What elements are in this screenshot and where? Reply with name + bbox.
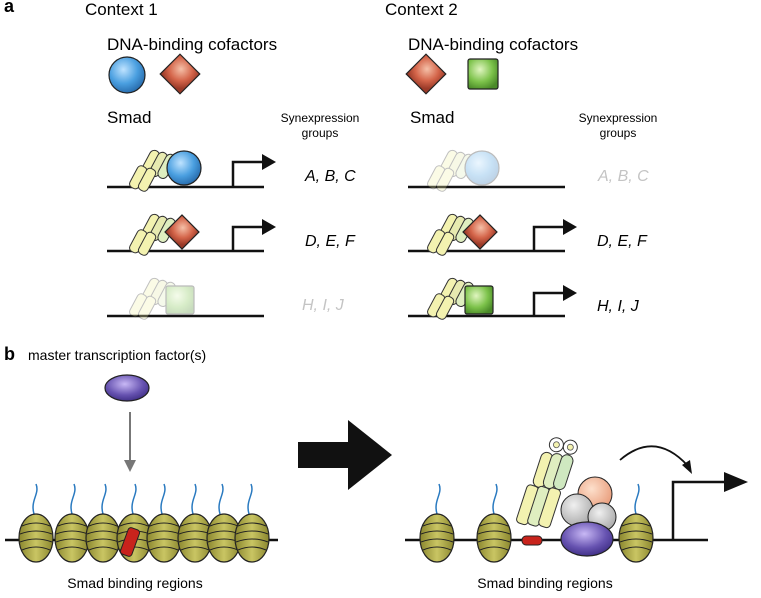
tf-down-arrowhead bbox=[124, 460, 136, 472]
context-2-groups-label: groups bbox=[600, 126, 637, 140]
context-1-row-1: A, B, C bbox=[107, 148, 356, 194]
histone-tails bbox=[435, 483, 640, 515]
panel-b-letter: b bbox=[4, 344, 15, 364]
nucleosome bbox=[146, 513, 182, 563]
right-chromatin bbox=[405, 437, 748, 563]
context-1-title: Context 1 bbox=[85, 0, 158, 19]
master-tf-shape bbox=[104, 374, 150, 402]
square-cofactor bbox=[165, 285, 195, 315]
arrow-head bbox=[563, 219, 577, 235]
histone-tails bbox=[32, 483, 253, 515]
circle-cofactor bbox=[464, 150, 500, 186]
context-2-row-3: H, I, J bbox=[408, 276, 640, 322]
genes-label: H, I, J bbox=[597, 298, 640, 315]
promoter-arrow bbox=[231, 160, 262, 186]
context-1-circle-cofactor bbox=[108, 56, 146, 94]
genes-label: H, I, J bbox=[302, 297, 345, 314]
genes-label: D, E, F bbox=[305, 233, 356, 250]
context-1-row-2: D, E, F bbox=[107, 212, 356, 258]
context-1-groups-label: groups bbox=[302, 126, 339, 140]
context-2-cofactors-label: DNA-binding cofactors bbox=[408, 35, 578, 54]
activation-arc-head bbox=[682, 460, 692, 474]
arrow-head bbox=[563, 285, 577, 301]
context-2-row-2: D, E, F bbox=[408, 212, 648, 258]
square-cofactor bbox=[464, 285, 494, 315]
arrow-head bbox=[724, 472, 748, 492]
transition-arrow bbox=[298, 420, 392, 490]
smad-binding-site-marker bbox=[119, 527, 141, 557]
context-1-cofactors-label: DNA-binding cofactors bbox=[107, 35, 277, 54]
panel-a-letter: a bbox=[4, 0, 15, 16]
promoter-arrow bbox=[671, 480, 726, 539]
genes-label: D, E, F bbox=[597, 233, 648, 250]
context-2-title: Context 2 bbox=[385, 0, 458, 19]
nucleosome bbox=[85, 513, 121, 563]
nucleosome bbox=[234, 513, 270, 563]
promoter-arrow bbox=[231, 225, 262, 250]
arrow-head bbox=[262, 154, 276, 170]
smad-binding-site-marker bbox=[521, 535, 543, 546]
context-2-square-cofactor bbox=[467, 58, 499, 90]
nucleosome bbox=[618, 513, 654, 563]
left-chromatin bbox=[5, 483, 278, 563]
context-2-smad-label: Smad bbox=[410, 108, 454, 127]
context-1-smad-label: Smad bbox=[107, 108, 151, 127]
context-1-row-3: H, I, J bbox=[107, 276, 345, 322]
left-caption: Smad binding regions bbox=[67, 575, 202, 591]
nucleosome bbox=[54, 513, 90, 563]
context-2-diamond-cofactor bbox=[405, 53, 447, 95]
nucleosome bbox=[476, 513, 512, 563]
promoter-arrow bbox=[532, 225, 563, 250]
genes-label: A, B, C bbox=[597, 168, 649, 185]
right-caption: Smad binding regions bbox=[477, 575, 612, 591]
genes-label: A, B, C bbox=[304, 168, 356, 185]
context-1-diamond-cofactor bbox=[159, 53, 201, 95]
master-tf-bound bbox=[560, 521, 614, 557]
master-tf-label: master transcription factor(s) bbox=[28, 347, 206, 363]
diamond-cofactor bbox=[164, 214, 200, 250]
smad-complex bbox=[516, 437, 578, 529]
arrow-head bbox=[262, 219, 276, 235]
circle-cofactor bbox=[166, 150, 202, 186]
promoter-arrow bbox=[532, 291, 563, 315]
nucleosome bbox=[18, 513, 54, 563]
context-2-synexpression-label: Synexpression bbox=[579, 111, 658, 125]
activation-arc bbox=[619, 445, 689, 467]
nucleosome bbox=[419, 513, 455, 563]
context-2-row-1: A, B, C bbox=[408, 148, 649, 194]
context-1-synexpression-label: Synexpression bbox=[281, 111, 360, 125]
diamond-cofactor bbox=[462, 214, 498, 250]
